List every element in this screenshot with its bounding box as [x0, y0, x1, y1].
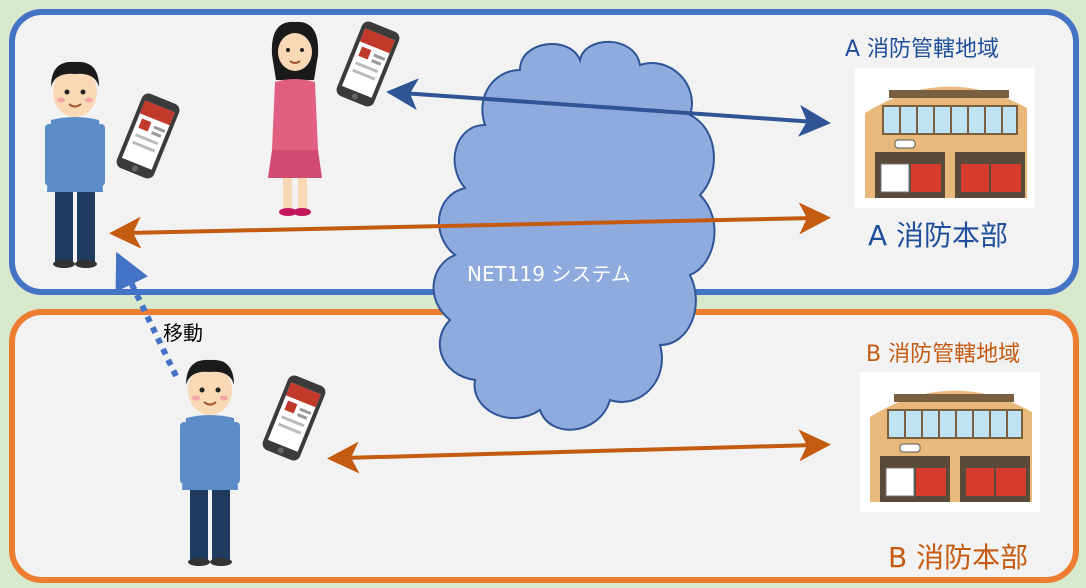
arrow-woman-phone-to-hq-a: [386, 78, 831, 137]
fire-station-b-icon: [859, 371, 1041, 513]
move-arrow: [115, 251, 179, 378]
net119-system-label: NET119 システム: [467, 262, 631, 286]
hq-b-label: B 消防本部: [888, 541, 1029, 574]
arrow-man-to-hq-a: [109, 202, 831, 249]
hq-a-label: A 消防本部: [868, 219, 1009, 252]
arrow-man-b-phone-to-hq-b: [327, 429, 831, 474]
fire-station-a-icon: [854, 67, 1036, 209]
person-woman-icon: [268, 21, 322, 216]
region-b-label: B 消防管轄地域: [866, 342, 1021, 367]
region-a-label: A 消防管轄地域: [845, 37, 1000, 62]
move-label: 移動: [163, 321, 203, 345]
